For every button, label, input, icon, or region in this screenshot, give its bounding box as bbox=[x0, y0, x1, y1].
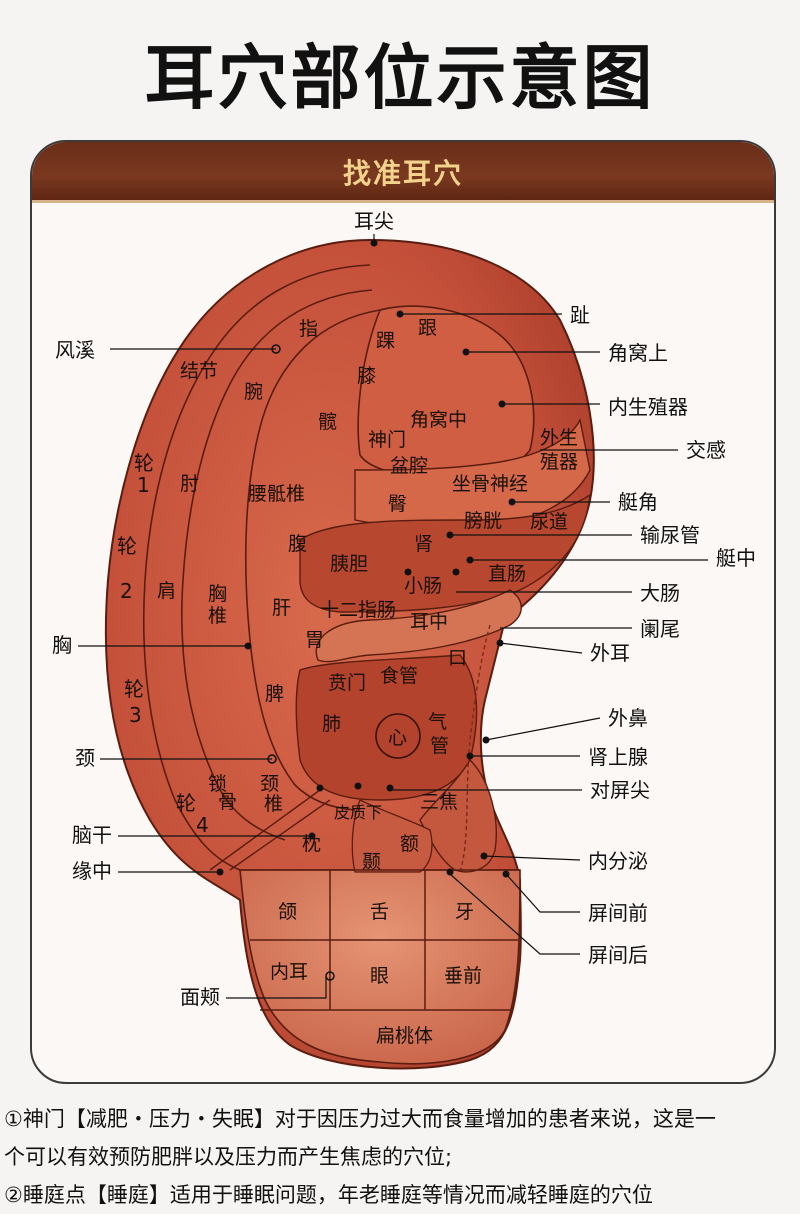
callout-xiong: 胸 bbox=[52, 633, 72, 657]
region-chuiqian: 垂前 bbox=[444, 965, 482, 987]
region-pi: 脾 bbox=[265, 683, 284, 705]
region-she: 舌 bbox=[370, 901, 389, 923]
callout-duipingjian: 对屏尖 bbox=[590, 778, 650, 802]
region-lun3-b: 3 bbox=[129, 703, 142, 727]
region-jiaowozhong: 角窝中 bbox=[410, 409, 467, 431]
region-wei: 胃 bbox=[305, 629, 324, 651]
callout-pingjianhou: 屏间后 bbox=[588, 943, 648, 967]
callout-waibi: 外鼻 bbox=[608, 706, 648, 730]
region-gan: 肝 bbox=[272, 597, 291, 619]
region-penqiang: 盆腔 bbox=[390, 455, 428, 477]
callout-tingjiao: 艇角 bbox=[618, 490, 658, 514]
callout-erjian: 耳尖 bbox=[354, 209, 394, 233]
region-e: 额 bbox=[400, 833, 419, 855]
region-zhen: 枕 bbox=[302, 833, 321, 855]
region-zhichang: 直肠 bbox=[488, 563, 526, 585]
callout-shuniaoguan: 输尿管 bbox=[640, 523, 700, 547]
callout-jiaogan: 交感 bbox=[686, 438, 726, 462]
footer-paragraph-3: ②睡庭点【睡庭】适用于睡眠问题，年老睡庭等情况而减轻睡庭的穴位 bbox=[4, 1183, 653, 1207]
region-yidan: 胰胆 bbox=[330, 553, 368, 575]
region-wan: 腕 bbox=[244, 381, 263, 403]
region-ya: 牙 bbox=[455, 901, 474, 923]
region-erzhong: 耳中 bbox=[410, 611, 448, 633]
region-jian: 肩 bbox=[157, 580, 176, 602]
right-callouts: 趾 角窝上 内生殖器 交感 艇角 输尿管 艇中 大肠 阑尾 外耳 外鼻 肾上腺 bbox=[316, 303, 756, 967]
footer-description: ①神门【减肥・压力・失眠】对于因压力过大而食量增加的患者来说，这是一 个可以有效… bbox=[0, 1100, 800, 1214]
region-lun2-a: 轮 bbox=[117, 534, 137, 558]
ear-region-labels: 指 结节 腕 肘 肩 轮 1 轮 2 轮 3 轮 4 腰骶椎 胸 椎 颈 椎 锁… bbox=[117, 317, 578, 1047]
callout-pingjianqian: 屏间前 bbox=[588, 901, 648, 925]
callout-tingzhong: 艇中 bbox=[716, 546, 756, 570]
region-kou: 口 bbox=[448, 647, 467, 669]
region-huai: 踝 bbox=[376, 330, 395, 352]
callout-zhi: 趾 bbox=[570, 303, 590, 327]
region-xiong-zhui-a: 胸 bbox=[208, 583, 227, 605]
region-shierzhichang: 十二指肠 bbox=[320, 599, 396, 621]
left-callouts: 风溪 胸 颈 脑干 缘中 面颊 bbox=[52, 338, 335, 1009]
region-waishengzhi-a: 外生 bbox=[540, 427, 578, 449]
region-xi: 膝 bbox=[357, 365, 376, 387]
region-nie: 颞 bbox=[362, 851, 381, 873]
region-zhi: 指 bbox=[299, 318, 318, 340]
callout-mianjia: 面颊 bbox=[180, 985, 220, 1009]
footer-paragraph-2: 个可以有效预防肥胖以及压力而产生焦虑的穴位; bbox=[4, 1145, 453, 1169]
region-kuan: 髋 bbox=[318, 411, 337, 433]
region-xiaochang: 小肠 bbox=[404, 575, 442, 597]
region-shen: 肾 bbox=[414, 533, 433, 555]
region-jiejie: 结节 bbox=[180, 360, 218, 382]
region-sanjiao: 三焦 bbox=[420, 791, 458, 813]
region-fu: 腹 bbox=[288, 533, 307, 555]
region-qiguan-a: 气 bbox=[428, 711, 447, 733]
region-gen: 跟 bbox=[418, 317, 437, 339]
region-jing-zhui-a: 颈 bbox=[260, 773, 279, 795]
region-pizhixia: 皮质下 bbox=[334, 803, 382, 822]
region-yan: 眼 bbox=[370, 965, 389, 987]
region-lun1-b: 1 bbox=[137, 473, 150, 497]
region-lun3-a: 轮 bbox=[124, 677, 144, 701]
callout-dachang: 大肠 bbox=[640, 581, 680, 605]
top-callouts: 耳尖 bbox=[354, 209, 394, 247]
card-header-title: 找准耳穴 bbox=[342, 157, 463, 190]
callout-jing: 颈 bbox=[75, 746, 95, 770]
callout-fengxi: 风溪 bbox=[55, 338, 95, 362]
region-suo-gu-a: 锁 bbox=[208, 773, 227, 795]
region-pangguang: 膀胱 bbox=[464, 510, 502, 532]
region-qiguan-b: 管 bbox=[430, 735, 449, 757]
region-zuogushenjing: 坐骨神经 bbox=[452, 473, 528, 495]
region-lun4-a: 轮 bbox=[176, 791, 196, 815]
region-shiguan: 食管 bbox=[380, 665, 418, 687]
callout-neifenmi: 内分泌 bbox=[588, 849, 648, 873]
ear-diagram: 指 结节 腕 肘 肩 轮 1 轮 2 轮 3 轮 4 腰骶椎 胸 椎 颈 椎 锁… bbox=[52, 209, 756, 1070]
region-he: 颌 bbox=[278, 901, 297, 923]
region-shenmen: 神门 bbox=[368, 429, 406, 451]
callout-naogan: 脑干 bbox=[72, 823, 112, 847]
region-biantaoti: 扁桃体 bbox=[376, 1025, 433, 1047]
region-xiong-zhui-b: 椎 bbox=[208, 605, 227, 627]
region-suo-gu-b: 骨 bbox=[218, 791, 237, 813]
region-lun1-a: 轮 bbox=[134, 451, 154, 475]
region-lun4-b: 4 bbox=[196, 813, 209, 837]
callout-lanwei: 阑尾 bbox=[640, 617, 680, 641]
callout-waier: 外耳 bbox=[590, 641, 630, 665]
region-xin: 心 bbox=[388, 727, 407, 749]
region-waishengzhi-b: 殖器 bbox=[540, 451, 578, 473]
callout-shenshangxian: 肾上腺 bbox=[588, 745, 648, 769]
region-neier: 内耳 bbox=[270, 961, 308, 983]
region-benmen: 贲门 bbox=[328, 672, 366, 694]
card-header: 找准耳穴 bbox=[32, 142, 774, 203]
region-zhou: 肘 bbox=[180, 473, 199, 495]
page-title: 耳穴部位示意图 bbox=[144, 37, 656, 119]
region-tun: 臀 bbox=[388, 493, 407, 515]
ear-lobe bbox=[239, 869, 521, 1065]
region-jing-zhui-b: 椎 bbox=[264, 793, 283, 815]
callout-neishengzhiqi: 内生殖器 bbox=[608, 395, 688, 419]
footer-paragraph-1: ①神门【减肥・压力・失眠】对于因压力过大而食量增加的患者来说，这是一 bbox=[4, 1107, 716, 1131]
callout-yuanzhong: 缘中 bbox=[72, 859, 112, 883]
callout-jiaowoshang: 角窝上 bbox=[608, 341, 668, 365]
region-fei: 肺 bbox=[322, 713, 341, 735]
region-niaodao: 尿道 bbox=[530, 511, 568, 533]
region-zhui: 腰骶椎 bbox=[248, 483, 305, 505]
region-lun2-b: 2 bbox=[120, 579, 133, 603]
